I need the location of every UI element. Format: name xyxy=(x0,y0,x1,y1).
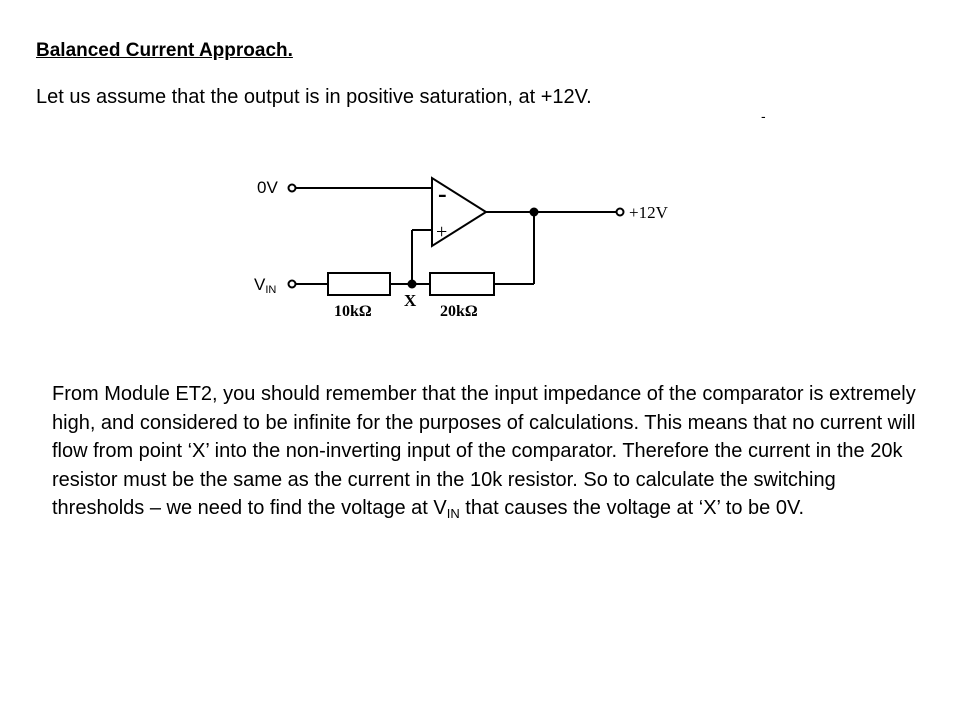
output-terminal xyxy=(615,207,625,217)
intro-text: Let us assume that the output is in posi… xyxy=(36,86,592,108)
comparator-circuit-diagram: 0V - + +12V VIN 10kΩ X 20kΩ xyxy=(254,176,669,320)
explanation-text-after: that causes the voltage at ‘X’ to be 0V. xyxy=(459,497,805,519)
resistor-20k xyxy=(429,272,495,296)
vin-subscript: IN xyxy=(446,506,460,521)
resistor-10k xyxy=(327,272,391,296)
node-x-label: X xyxy=(404,291,417,310)
node-x-dot xyxy=(407,279,417,289)
input-vin-terminal xyxy=(287,279,297,289)
resistor-20k-label: 20kΩ xyxy=(440,303,478,320)
inverting-input-symbol: - xyxy=(438,179,447,208)
output-label: +12V xyxy=(629,203,669,222)
heading: Balanced Current Approach. xyxy=(36,40,293,61)
stray-mark: - xyxy=(761,108,766,124)
input-0v-terminal xyxy=(287,183,297,193)
explanation-paragraph: From Module ET2, you should remember tha… xyxy=(52,380,932,523)
explanation-text-before: From Module ET2, you should remember tha… xyxy=(52,383,916,519)
resistor-10k-label: 10kΩ xyxy=(334,303,372,320)
input-vin-label: VIN xyxy=(254,275,276,296)
input-0v-label: 0V xyxy=(257,178,278,197)
comparator-symbol xyxy=(431,176,488,248)
noninverting-input-symbol: + xyxy=(436,221,447,243)
